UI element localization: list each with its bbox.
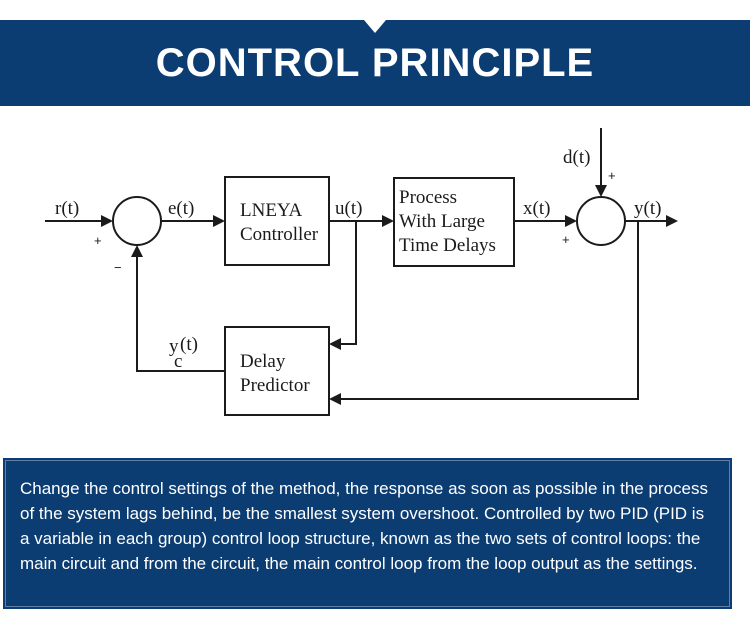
header-banner: CONTROL PRINCIPLE (0, 20, 750, 106)
process-label-line-3: Time Delays (399, 235, 496, 256)
controller-label-line-1: LNEYA (240, 200, 303, 221)
e-arrow (213, 215, 225, 227)
y-feedback-line (341, 221, 639, 400)
minus-sign-yc: − (114, 260, 122, 275)
r-input-arrow (101, 215, 113, 227)
d-label: d(t) (563, 147, 590, 168)
d-arrow (595, 185, 607, 197)
plus-sign-r: + (94, 233, 102, 248)
controller-label-line-2: Controller (240, 224, 319, 245)
summing-junction-2 (576, 196, 626, 246)
yc-feedback-line (136, 257, 225, 372)
description-text: Change the control settings of the metho… (20, 479, 708, 573)
header-notch (364, 20, 386, 33)
process-block (393, 177, 515, 267)
u-arrow (382, 215, 394, 227)
description-panel: Change the control settings of the metho… (3, 458, 732, 609)
process-label-line-1: Process (399, 187, 457, 208)
r-label: r(t) (55, 198, 79, 219)
x-label: x(t) (523, 198, 550, 219)
u-branch-line (341, 221, 357, 345)
yc-label-arg: (t) (180, 334, 198, 355)
predictor-label-line-2: Predictor (240, 375, 310, 396)
yc-label-sub: c (174, 351, 182, 372)
plus-sign-x: + (562, 232, 570, 247)
u-branch-arrow (329, 338, 341, 350)
predictor-label-line-1: Delay (240, 351, 286, 372)
controller-block (224, 176, 330, 266)
x-arrow (565, 215, 577, 227)
e-label: e(t) (168, 198, 194, 219)
control-loop-diagram: r(t) e(t) u(t) x(t) y(t) d(t) y (t) c + … (45, 128, 678, 416)
plus-sign-d: + (608, 168, 616, 183)
page-title: CONTROL PRINCIPLE (155, 40, 595, 85)
y-output-arrow (666, 215, 678, 227)
process-label-line-2: With Large (399, 211, 485, 232)
yc-label-main: y (169, 336, 179, 357)
y-feedback-arrow (329, 393, 341, 405)
u-label: u(t) (335, 198, 362, 219)
summing-junction-1 (112, 196, 162, 246)
yc-feedback-arrow (131, 245, 143, 257)
y-label: y(t) (634, 198, 661, 219)
